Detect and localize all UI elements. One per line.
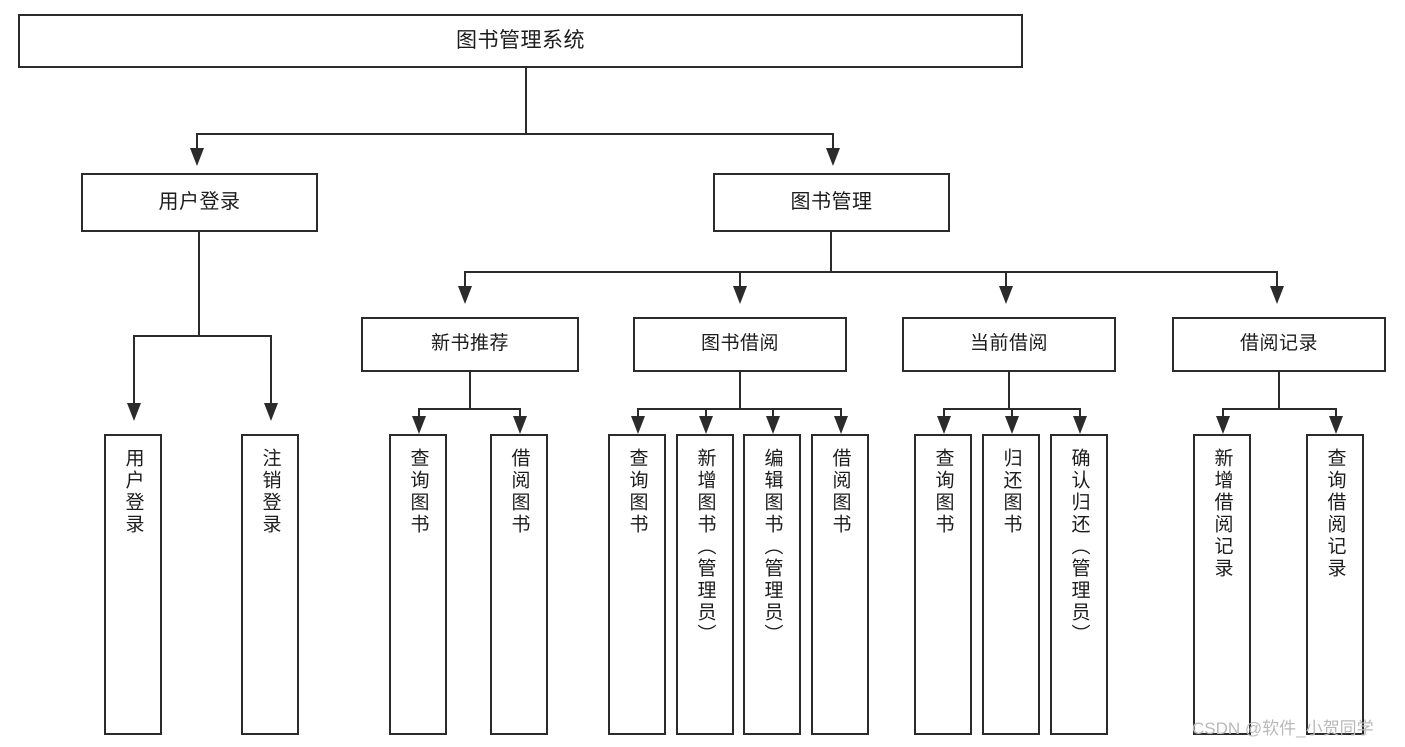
- node-leaf-query-book-2-label: 查询图书: [626, 448, 648, 536]
- node-leaf-borrow-book-1-label: 借阅图书: [508, 448, 530, 536]
- connector-book-borrow-bus: [637, 408, 842, 410]
- connector-bm-to-borrow-record: [1276, 271, 1278, 288]
- connector-book-management-stem: [830, 232, 832, 272]
- connector-book-borrow-stem: [739, 372, 741, 409]
- node-leaf-return-book[interactable]: 归还图书: [982, 434, 1040, 735]
- connector-root-bus: [196, 133, 834, 135]
- connector-user-login-bus: [133, 335, 272, 337]
- connector-bm-to-current-borrow: [1005, 271, 1007, 288]
- arrowhead-leaf-edit-book: [766, 416, 780, 434]
- arrowhead-leaf-query-book-1: [412, 416, 426, 434]
- node-leaf-confirm-return-label: 确认归还（管理员）: [1068, 448, 1090, 646]
- node-borrow-record-label: 借阅记录: [1239, 333, 1318, 355]
- node-leaf-query-record[interactable]: 查询借阅记录: [1306, 434, 1364, 735]
- node-leaf-add-book-label: 新增图书（管理员）: [694, 448, 716, 646]
- node-current-borrow[interactable]: 当前借阅: [902, 317, 1116, 372]
- connector-user-login-stem: [198, 232, 200, 336]
- connector-borrow-record-bus: [1222, 408, 1337, 410]
- arrowhead-leaf-add-book: [699, 416, 713, 434]
- connector-br-left-drop: [1222, 408, 1224, 419]
- node-root-label: 图书管理系统: [456, 28, 585, 52]
- node-borrow-record[interactable]: 借阅记录: [1172, 317, 1386, 372]
- node-leaf-add-record-label: 新增借阅记录: [1211, 448, 1233, 580]
- node-book-borrow[interactable]: 图书借阅: [633, 317, 847, 372]
- node-new-book-recommend-label: 新书推荐: [430, 333, 509, 355]
- arrowhead-leaf-query-book-2: [631, 416, 645, 434]
- node-leaf-borrow-book-2-label: 借阅图书: [829, 448, 851, 536]
- node-leaf-query-book-3-label: 查询图书: [932, 448, 954, 536]
- arrowhead-leaf-borrow-book-2: [834, 416, 848, 434]
- arrowhead-leaf-logout: [264, 403, 278, 421]
- connector-bb-drop-2: [705, 408, 707, 419]
- node-leaf-logout-label: 注销登录: [259, 448, 281, 536]
- connector-bm-to-new-book: [464, 271, 466, 288]
- connector-new-book-bus: [418, 408, 521, 410]
- node-leaf-logout[interactable]: 注销登录: [241, 434, 299, 735]
- connector-root-to-user-login: [196, 133, 198, 150]
- connector-root-stem: [525, 68, 527, 134]
- connector-borrow-record-stem: [1278, 372, 1280, 409]
- node-leaf-query-book-2[interactable]: 查询图书: [608, 434, 666, 735]
- arrowhead-leaf-add-record: [1216, 416, 1230, 434]
- node-current-borrow-label: 当前借阅: [969, 333, 1048, 355]
- node-book-management[interactable]: 图书管理: [713, 173, 950, 232]
- node-leaf-return-book-label: 归还图书: [1000, 448, 1022, 536]
- node-leaf-user-login-label: 用户登录: [122, 448, 144, 536]
- arrowhead-borrow-record: [1270, 286, 1284, 304]
- node-user-login-label: 用户登录: [158, 190, 241, 213]
- node-leaf-query-record-label: 查询借阅记录: [1324, 448, 1346, 580]
- node-leaf-add-book[interactable]: 新增图书（管理员）: [676, 434, 734, 735]
- connector-current-borrow-stem: [1008, 372, 1010, 409]
- connector-bb-drop-4: [840, 408, 842, 419]
- arrowhead-leaf-borrow-book-1: [513, 416, 527, 434]
- connector-cb-drop-1: [943, 408, 945, 419]
- node-leaf-borrow-book-1[interactable]: 借阅图书: [490, 434, 548, 735]
- arrowhead-leaf-user-login: [127, 403, 141, 421]
- node-leaf-edit-book[interactable]: 编辑图书（管理员）: [743, 434, 801, 735]
- arrowhead-book-borrow: [733, 286, 747, 304]
- node-leaf-query-book-3[interactable]: 查询图书: [914, 434, 972, 735]
- node-book-management-label: 图书管理: [790, 190, 873, 213]
- connector-bb-drop-1: [637, 408, 639, 419]
- arrowhead-book-management: [826, 148, 840, 166]
- connector-new-book-left-drop: [418, 408, 420, 419]
- node-new-book-recommend[interactable]: 新书推荐: [361, 317, 579, 372]
- node-root[interactable]: 图书管理系统: [18, 14, 1023, 68]
- node-user-login[interactable]: 用户登录: [81, 173, 318, 232]
- connector-br-right-drop: [1335, 408, 1337, 419]
- arrowhead-user-login: [190, 148, 204, 166]
- node-leaf-edit-book-label: 编辑图书（管理员）: [761, 448, 783, 646]
- connector-book-management-bus: [464, 271, 1278, 273]
- arrowhead-leaf-query-record: [1329, 416, 1343, 434]
- arrowhead-leaf-return-book: [1005, 416, 1019, 434]
- node-leaf-query-book-1-label: 查询图书: [407, 448, 429, 536]
- connector-cb-drop-3: [1079, 408, 1081, 419]
- arrowhead-new-book-recommend: [458, 286, 472, 304]
- arrowhead-current-borrow: [999, 286, 1013, 304]
- connector-root-to-book-management: [832, 133, 834, 150]
- node-leaf-confirm-return[interactable]: 确认归还（管理员）: [1050, 434, 1108, 735]
- arrowhead-leaf-confirm-return: [1073, 416, 1087, 434]
- node-book-borrow-label: 图书借阅: [700, 333, 779, 355]
- connector-new-book-stem: [469, 372, 471, 409]
- node-leaf-add-record[interactable]: 新增借阅记录: [1193, 434, 1251, 735]
- connector-bb-drop-3: [772, 408, 774, 419]
- connector-user-login-left-drop: [133, 335, 135, 405]
- connector-user-login-right-drop: [270, 335, 272, 405]
- node-leaf-query-book-1[interactable]: 查询图书: [389, 434, 447, 735]
- connector-cb-drop-2: [1011, 408, 1013, 419]
- connector-new-book-right-drop: [519, 408, 521, 419]
- connector-bm-to-book-borrow: [739, 271, 741, 288]
- arrowhead-leaf-query-book-3: [937, 416, 951, 434]
- node-leaf-user-login[interactable]: 用户登录: [104, 434, 162, 735]
- node-leaf-borrow-book-2[interactable]: 借阅图书: [811, 434, 869, 735]
